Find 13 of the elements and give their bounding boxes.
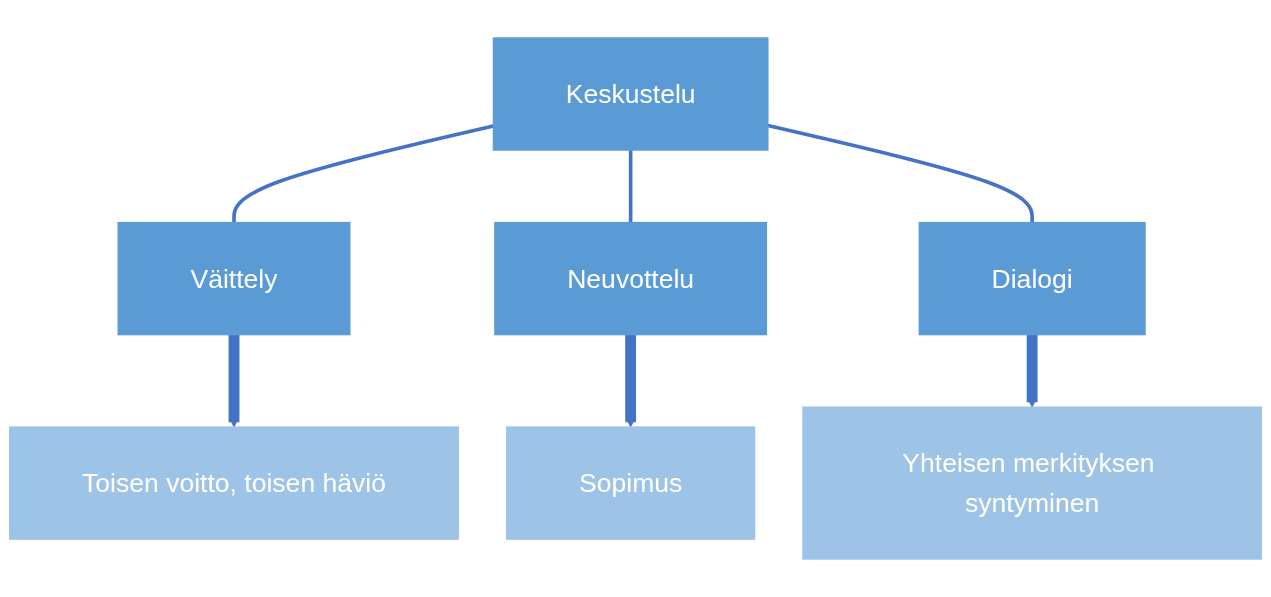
node-box: Keskustelu [492, 37, 769, 151]
node-box: Neuvottelu [494, 221, 768, 336]
arrow [625, 334, 637, 428]
connector [232, 124, 494, 223]
node-box: Sopimus [506, 426, 756, 540]
connector [767, 123, 1034, 223]
node-box: Väittely [117, 221, 351, 336]
node-box: Yhteisen merkityksen syntyminen [802, 406, 1262, 560]
node-box: Dialogi [918, 221, 1146, 336]
arrow [228, 334, 240, 428]
arrow [1026, 334, 1038, 408]
node-box: Toisen voitto, toisen häviö [9, 426, 459, 540]
connector [628, 150, 633, 223]
